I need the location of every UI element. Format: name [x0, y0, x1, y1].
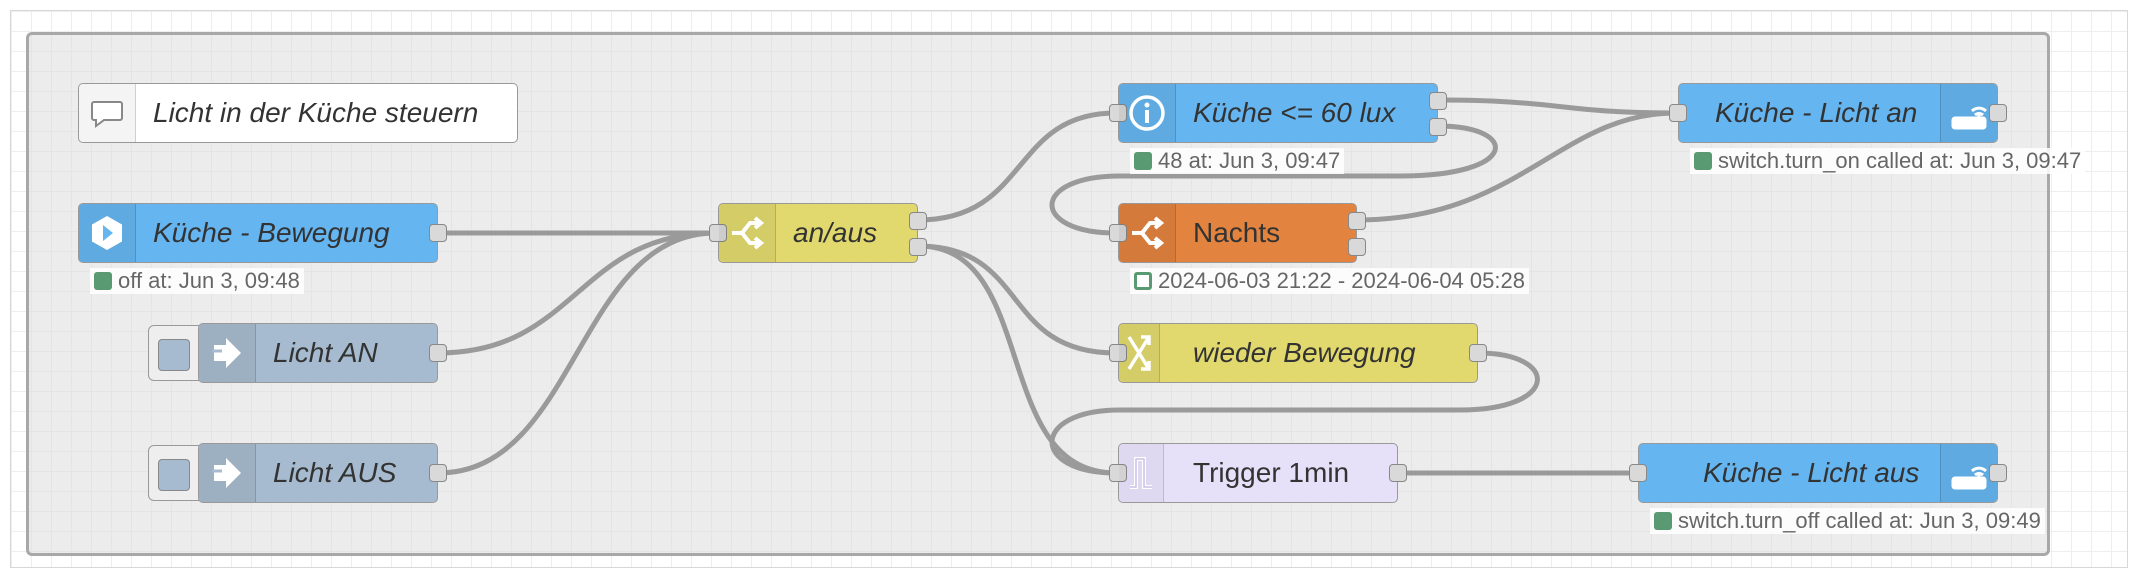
output-port-1[interactable] [909, 212, 927, 230]
call-service-node-licht-an[interactable]: Küche - Licht an [1669, 83, 2007, 143]
output-port-1[interactable] [1348, 212, 1366, 230]
wire-anaus-wieder [915, 243, 1119, 356]
output-port-2[interactable] [1429, 118, 1447, 136]
input-port[interactable] [709, 224, 727, 242]
speech-bubble-icon [79, 84, 136, 142]
status-dot [1694, 152, 1712, 170]
node-label: Trigger 1min [1193, 457, 1350, 488]
change-node-wieder[interactable]: wieder Bewegung [1109, 323, 1487, 383]
output-port-2[interactable] [1348, 238, 1366, 256]
call-service-node-licht-aus[interactable]: Küche - Licht aus [1629, 443, 2007, 503]
wire-lux-out2-nachts [1049, 123, 1498, 236]
status-dot [1134, 152, 1152, 170]
wire-wieder-trigger [1049, 350, 1540, 476]
home-assistant-icon [79, 204, 136, 262]
arrow-right-icon [199, 444, 256, 502]
output-port[interactable] [1989, 104, 2007, 122]
wire-lichtaus-anaus [435, 230, 719, 476]
output-port[interactable] [1469, 344, 1487, 362]
input-port[interactable] [1109, 104, 1127, 122]
input-port[interactable] [1109, 464, 1127, 482]
switch-node-anaus[interactable]: an/aus [709, 203, 927, 263]
shuffle-icon [1119, 324, 1160, 382]
status-licht-aus: switch.turn_off called at: Jun 3, 09:49 [1650, 508, 2045, 534]
comment-label: Licht in der Küche steuern [153, 97, 479, 128]
status-licht-an: switch.turn_on called at: Jun 3, 09:47 [1690, 148, 2086, 174]
inject-node-licht-aus[interactable]: Licht AUS [198, 443, 447, 503]
trigger-node[interactable]: Trigger 1min [1109, 443, 1407, 503]
inject-node-licht-an[interactable]: Licht AN [198, 323, 447, 383]
status-dot [94, 272, 112, 290]
wire-nachts-action [1354, 110, 1679, 223]
arrow-right-icon [199, 324, 256, 382]
wire-anaus-lux [915, 110, 1119, 223]
node-label: Nachts [1193, 217, 1281, 248]
node-label: Küche - Licht aus [1703, 457, 1920, 488]
node-label: wieder Bewegung [1193, 337, 1416, 368]
status-nachts: 2024-06-03 21:22 - 2024-06-04 05:28 [1130, 268, 1529, 294]
wire-lux-out1-action [1435, 97, 1679, 116]
wire-lichtan-anaus [435, 230, 719, 356]
output-port[interactable] [1989, 464, 2007, 482]
trigger-pulse-icon [1119, 444, 1164, 502]
status-ring [1134, 272, 1152, 290]
input-port[interactable] [1629, 464, 1647, 482]
comment-node[interactable]: Licht in der Küche steuern [78, 83, 518, 143]
output-port[interactable] [1389, 464, 1407, 482]
input-port[interactable] [1669, 104, 1687, 122]
input-port[interactable] [1109, 344, 1127, 362]
node-label: an/aus [793, 217, 878, 248]
node-label: Licht AUS [273, 457, 397, 488]
status-dot [1654, 512, 1672, 530]
status-motion: off at: Jun 3, 09:48 [90, 268, 304, 294]
input-port[interactable] [1109, 224, 1127, 242]
router-icon [1940, 444, 1997, 502]
current-state-node-lux[interactable]: Küche <= 60 lux [1109, 83, 1447, 143]
node-label: Küche - Licht an [1715, 97, 1918, 128]
output-port[interactable] [429, 464, 447, 482]
motion-trigger-node[interactable]: Küche - Bewegung [78, 203, 447, 263]
status-lux: 48 at: Jun 3, 09:47 [1130, 148, 1345, 174]
time-range-node-nachts[interactable]: Nachts [1109, 203, 1366, 263]
node-label: Küche - Bewegung [153, 217, 390, 248]
output-port[interactable] [429, 224, 447, 242]
info-icon [1119, 84, 1176, 142]
output-port-1[interactable] [1429, 92, 1447, 110]
node-label: Küche <= 60 lux [1193, 97, 1396, 128]
node-label: Licht AN [273, 337, 378, 368]
switch-icon [719, 204, 776, 262]
router-icon [1940, 84, 1997, 142]
switch-icon [1119, 204, 1176, 262]
output-port[interactable] [429, 344, 447, 362]
wire-anaus-trigger [915, 243, 1119, 476]
output-port-2[interactable] [909, 238, 927, 256]
